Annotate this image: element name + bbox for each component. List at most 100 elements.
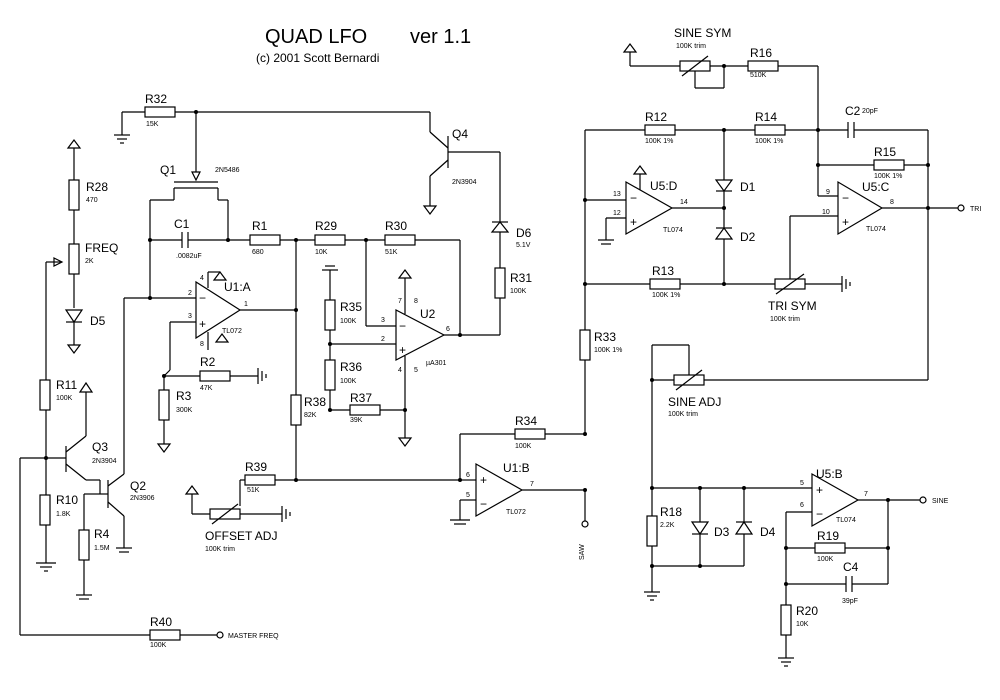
svg-text:100K 1%: 100K 1% [755,138,783,145]
svg-text:C2: C2 [845,104,861,118]
transistor-q1: Q1 2N5486 [150,112,240,201]
svg-text:R20: R20 [796,604,818,618]
svg-text:7: 7 [864,491,868,498]
capacitor-c1: C1 .0082uF [149,200,250,298]
svg-text:+: + [842,215,849,229]
svg-text:300K: 300K [176,407,193,414]
svg-text:2: 2 [381,336,385,343]
resistor-r35: R35 100K [322,265,362,360]
svg-text:R39: R39 [245,460,267,474]
trimmer-tri-sym: TRI SYM 100K trim [768,215,851,323]
svg-text:100K trim: 100K trim [668,411,698,418]
svg-text:15K: 15K [146,121,159,128]
capacitor-c4: C4 39pF [786,560,888,605]
svg-text:R38: R38 [304,395,326,409]
opamp-u1b: + − 6 5 7 U1:B TL072 [450,461,585,525]
resistor-r12: R12 100K 1% [644,110,755,145]
svg-text:2N5486: 2N5486 [215,167,240,174]
svg-text:R13: R13 [652,264,674,278]
svg-text:39K: 39K [350,417,363,424]
svg-text:8: 8 [890,199,894,206]
svg-text:R37: R37 [350,391,372,405]
svg-text:R14: R14 [755,110,777,124]
resistor-r40: R40 100K [19,458,224,649]
resistor-r34: R34 100K [459,414,585,480]
svg-text:Q3: Q3 [92,440,108,454]
sine-output: SINE [919,496,949,505]
title: QUAD LFO [265,26,367,48]
resistor-r2: R2 47K [164,355,267,392]
svg-text:R33: R33 [594,330,616,344]
svg-text:SINE SYM: SINE SYM [674,26,731,40]
resistor-r36: R36 100K [324,359,362,410]
svg-text:12: 12 [613,210,621,217]
opamp-u1a: − + 2 3 1 4 8 U1:A TL072 [150,271,296,370]
opamp-u5d: − + 13 12 14 U5:D TL074 [585,165,724,245]
svg-text:U1:B: U1:B [503,461,530,475]
saw-output: SAW [579,490,589,560]
version: ver 1.1 [410,26,471,48]
svg-text:1: 1 [244,301,248,308]
svg-text:7: 7 [530,481,534,488]
diode-d1: D1 [714,130,756,228]
svg-text:−: − [630,191,637,205]
resistor-r28: R28 470 [68,179,108,244]
opamp-u5c: − + 9 10 8 U5:C TL074 [818,180,958,236]
svg-text:3: 3 [381,317,385,324]
svg-text:6: 6 [446,326,450,333]
svg-text:R10: R10 [56,493,78,507]
svg-text:R36: R36 [340,360,362,374]
svg-text:R2: R2 [200,355,216,369]
svg-text:R16: R16 [750,46,772,60]
master-freq-label: MASTER FREQ [228,633,279,640]
resistor-r15: R15 100K 1% [818,145,928,180]
svg-text:2.2K: 2.2K [660,522,675,529]
svg-text:100K 1%: 100K 1% [874,173,902,180]
svg-text:100K trim: 100K trim [676,43,706,50]
resistor-r19: R19 100K [786,500,889,584]
svg-text:100K: 100K [340,378,357,385]
resistor-r14: R14 100K 1% [754,110,848,145]
svg-text:100K: 100K [56,395,73,402]
svg-text:5.1V: 5.1V [516,242,531,249]
svg-text:5: 5 [466,492,470,499]
transistor-q3: Q3 2N3904 [20,381,117,494]
svg-text:R40: R40 [150,615,172,629]
svg-text:R1: R1 [252,219,268,233]
svg-text:D6: D6 [516,226,532,240]
svg-text:+: + [630,215,637,229]
svg-text:4: 4 [398,367,402,374]
svg-text:100K 1%: 100K 1% [594,347,622,354]
svg-text:FREQ: FREQ [85,241,118,255]
capacitor-c2: C2 20pF [845,104,928,138]
svg-text:TL074: TL074 [866,226,886,233]
resistor-r33: R33 100K 1% [579,130,622,434]
copyright: (c) 2001 Scott Bernardi [256,51,379,65]
svg-text:R28: R28 [86,180,108,194]
svg-text:U1:A: U1:A [224,280,251,294]
svg-text:OFFSET ADJ: OFFSET ADJ [205,529,277,543]
svg-text:20pF: 20pF [862,108,878,115]
svg-text:Q4: Q4 [452,127,468,141]
resistor-r4: R4 1.5M [76,493,110,600]
svg-text:5: 5 [800,480,804,487]
resistor-r13: R13 100K 1% [585,264,775,299]
svg-text:SINE ADJ: SINE ADJ [668,395,721,409]
trimmer-sine-sym: SINE SYM 100K trim [622,26,748,89]
svg-text:C4: C4 [843,560,859,574]
svg-text:8: 8 [414,298,418,305]
svg-text:R3: R3 [176,389,192,403]
svg-text:R30: R30 [385,219,407,233]
resistor-r38: R38 82K [290,240,326,480]
diode-d2: D2 [714,226,756,284]
resistor-r18: R18 2.2K [644,380,682,601]
svg-text:+: + [199,317,206,331]
svg-text:51K: 51K [247,487,260,494]
svg-text:R18: R18 [660,505,682,519]
svg-text:R31: R31 [510,271,532,285]
resistor-r30: R30 51K [384,219,500,336]
svg-text:Q2: Q2 [130,479,146,493]
resistor-r11: R11 100K [39,378,77,458]
svg-text:R35: R35 [340,300,362,314]
resistor-r37: R37 39K [330,391,405,424]
